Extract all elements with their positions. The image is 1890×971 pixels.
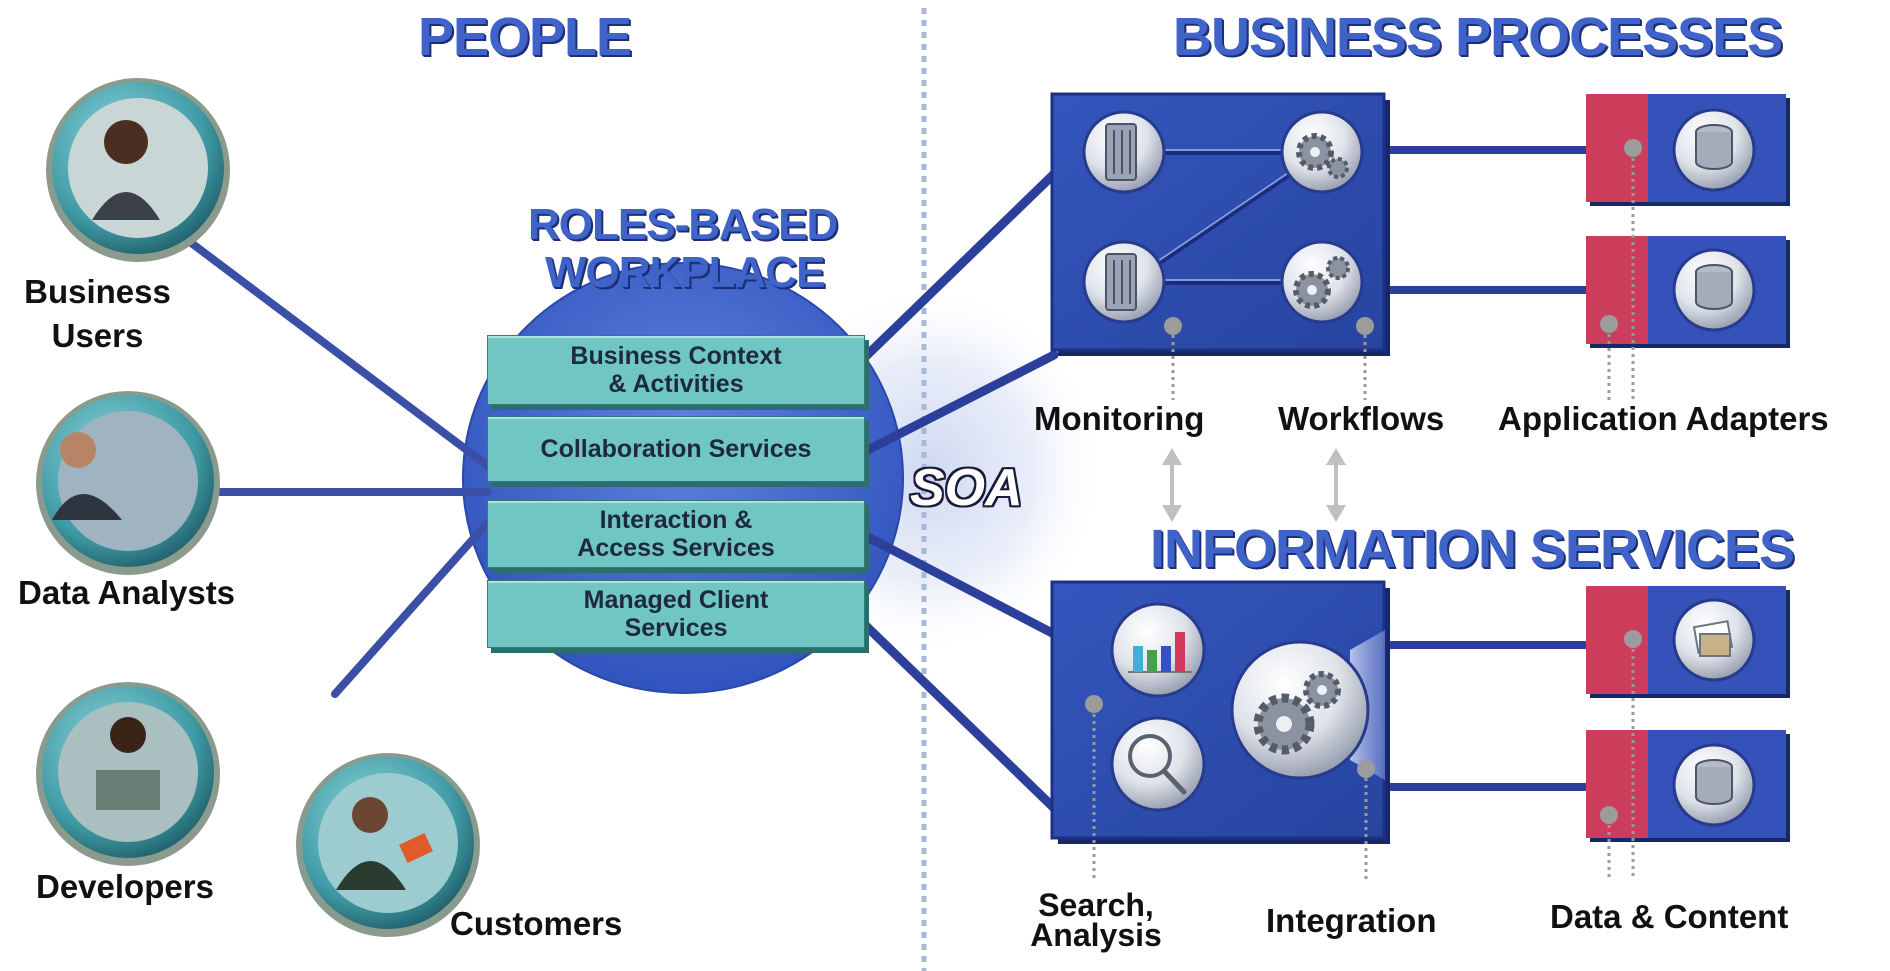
- layer-interaction-line2: Access Services: [577, 534, 775, 562]
- layer-collaboration-label: Collaboration Services: [540, 435, 812, 463]
- person-photo: [296, 753, 480, 937]
- application-adapter: [1586, 94, 1790, 206]
- layer-interaction-access: Interaction & Access Services: [487, 500, 865, 568]
- business-processes-heading: BUSINESS PROCESSES: [1173, 7, 1783, 67]
- gears-icon: [1280, 110, 1364, 194]
- developers-label: Developers: [36, 868, 214, 905]
- search-port: [1085, 695, 1103, 713]
- server-icon: [1082, 110, 1166, 194]
- roles-based-heading-line1: ROLES-BASED: [528, 200, 838, 249]
- layer-managed-client-line1: Managed Client: [583, 586, 769, 614]
- layer-business-context: Business Context & Activities: [487, 335, 865, 405]
- person-photo: [46, 78, 230, 262]
- business-users-line2: Users: [51, 317, 144, 354]
- monitoring-label: Monitoring: [1034, 400, 1205, 437]
- adapter-connectors: [1390, 146, 1588, 791]
- layer-business-context-line1: Business Context: [570, 342, 782, 370]
- information-services-heading: INFORMATION SERVICES: [1150, 519, 1795, 579]
- integration-label: Integration: [1266, 902, 1437, 939]
- search-analysis-line2: Analysis: [1030, 917, 1162, 953]
- search-analysis-line1: Search,: [1038, 887, 1154, 923]
- integration-port: [1357, 760, 1375, 778]
- application-adapters-label: Application Adapters: [1498, 400, 1829, 437]
- data-content-label: Data & Content: [1550, 898, 1789, 935]
- layer-collaboration: Collaboration Services: [487, 416, 865, 482]
- leader-lines: [1092, 158, 1635, 880]
- information-services-panel: [1050, 580, 1390, 844]
- people-heading: PEOPLE: [418, 7, 632, 67]
- gears-icon: [1230, 640, 1370, 780]
- hub-connectors: [857, 169, 1059, 813]
- link-arrows: [1162, 448, 1346, 522]
- business-users-line1: Business: [24, 273, 171, 310]
- gears-icon: [1280, 240, 1364, 324]
- person-photo: [36, 682, 220, 866]
- layer-business-context-line2: & Activities: [608, 370, 744, 398]
- layer-managed-client-line2: Services: [624, 614, 728, 642]
- server-icon: [1082, 240, 1166, 324]
- monitoring-port: [1164, 317, 1182, 335]
- search-analysis-label: Search, Analysis: [1016, 887, 1176, 953]
- roles-based-heading-line2: WORKPLACE: [545, 248, 825, 297]
- business-processes-panel: [1050, 92, 1390, 356]
- customers-label: Customers: [450, 905, 623, 942]
- layer-interaction-line1: Interaction &: [599, 506, 753, 534]
- data-analysts-label: Data Analysts: [18, 574, 236, 611]
- layer-managed-client: Managed Client Services: [487, 580, 865, 648]
- workflows-label: Workflows: [1278, 400, 1445, 437]
- workflows-port: [1356, 317, 1374, 335]
- person-photo: [36, 391, 220, 575]
- people-connectors: [186, 238, 504, 698]
- business-users-label: Business Users: [10, 270, 185, 358]
- application-adapter: [1586, 236, 1790, 348]
- data-content-adapter: [1586, 730, 1790, 842]
- bar-chart-icon: [1110, 602, 1206, 698]
- data-content-adapter: [1586, 586, 1790, 698]
- magnifier-icon: [1110, 716, 1206, 812]
- soa-label: SOA: [910, 459, 1023, 517]
